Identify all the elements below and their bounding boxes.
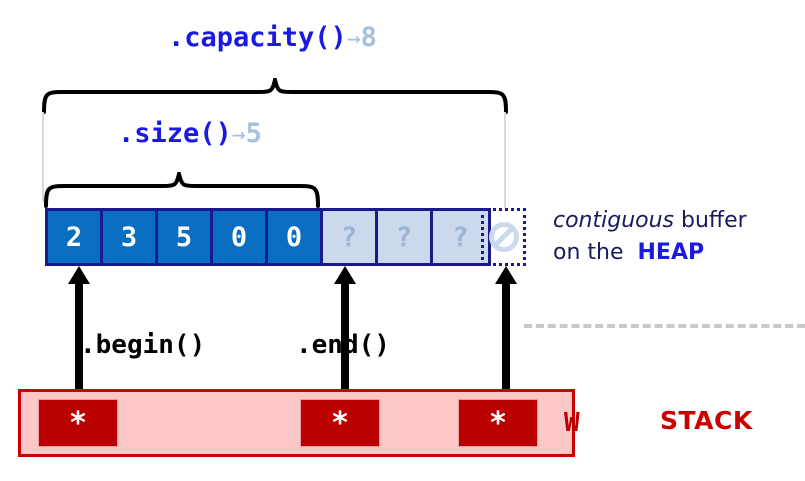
stack-region-label: STACK bbox=[660, 406, 753, 435]
capacity-end-pointer-arrow bbox=[495, 266, 517, 407]
arrow-head-icon bbox=[68, 266, 90, 284]
heap-stack-divider bbox=[524, 324, 805, 328]
buffer-cell: 0 bbox=[268, 211, 323, 263]
size-value: 5 bbox=[245, 118, 262, 149]
capacity-arrow-icon: → bbox=[346, 26, 361, 52]
arrow-shaft bbox=[75, 284, 83, 407]
buffer-cell: 3 bbox=[103, 211, 158, 263]
heap-buffer: 2 3 5 0 0 ? ? ? bbox=[45, 208, 491, 266]
buffer-cell: 5 bbox=[158, 211, 213, 263]
past-the-end-cell bbox=[481, 208, 526, 266]
buffer-cell: ? bbox=[323, 211, 378, 263]
arrow-head-icon bbox=[495, 266, 517, 284]
heap-region-label: HEAP bbox=[637, 239, 705, 265]
heap-caption: contiguous buffer on the HEAP bbox=[553, 205, 747, 269]
heap-caption-line2: on the HEAP bbox=[553, 237, 747, 269]
capacity-brace bbox=[40, 78, 510, 114]
arrow-shaft bbox=[341, 284, 349, 407]
capacity-guide-left bbox=[42, 112, 44, 202]
no-entry-icon bbox=[488, 222, 519, 252]
stack-capacity-pointer-cell: * bbox=[458, 399, 538, 447]
size-label: .size()→5 bbox=[118, 120, 262, 147]
size-arrow-icon: → bbox=[231, 122, 246, 148]
contiguous-emphasis: contiguous bbox=[553, 208, 675, 233]
begin-pointer-arrow bbox=[68, 266, 90, 407]
arrow-head-icon bbox=[334, 266, 356, 284]
capacity-value: 8 bbox=[360, 22, 377, 53]
buffer-cell: 0 bbox=[213, 211, 268, 263]
arrow-shaft bbox=[502, 284, 510, 407]
end-pointer-arrow bbox=[334, 266, 356, 407]
size-method-text: .size() bbox=[118, 118, 232, 149]
heap-caption-line1: contiguous buffer bbox=[553, 205, 747, 237]
buffer-cell: ? bbox=[433, 211, 488, 263]
begin-iterator-label: .begin() bbox=[80, 330, 206, 360]
size-brace bbox=[42, 172, 327, 208]
capacity-label: .capacity()→8 bbox=[168, 24, 377, 51]
capacity-method-text: .capacity() bbox=[168, 22, 347, 53]
stack-extra-label: W bbox=[564, 408, 580, 438]
capacity-guide-right bbox=[504, 112, 506, 208]
stack-begin-pointer-cell: * bbox=[38, 399, 118, 447]
on-the-text: on the bbox=[553, 239, 624, 265]
buffer-word: buffer bbox=[674, 208, 747, 233]
buffer-cell: ? bbox=[378, 211, 433, 263]
buffer-cell: 2 bbox=[48, 211, 103, 263]
stack-end-pointer-cell: * bbox=[300, 399, 380, 447]
